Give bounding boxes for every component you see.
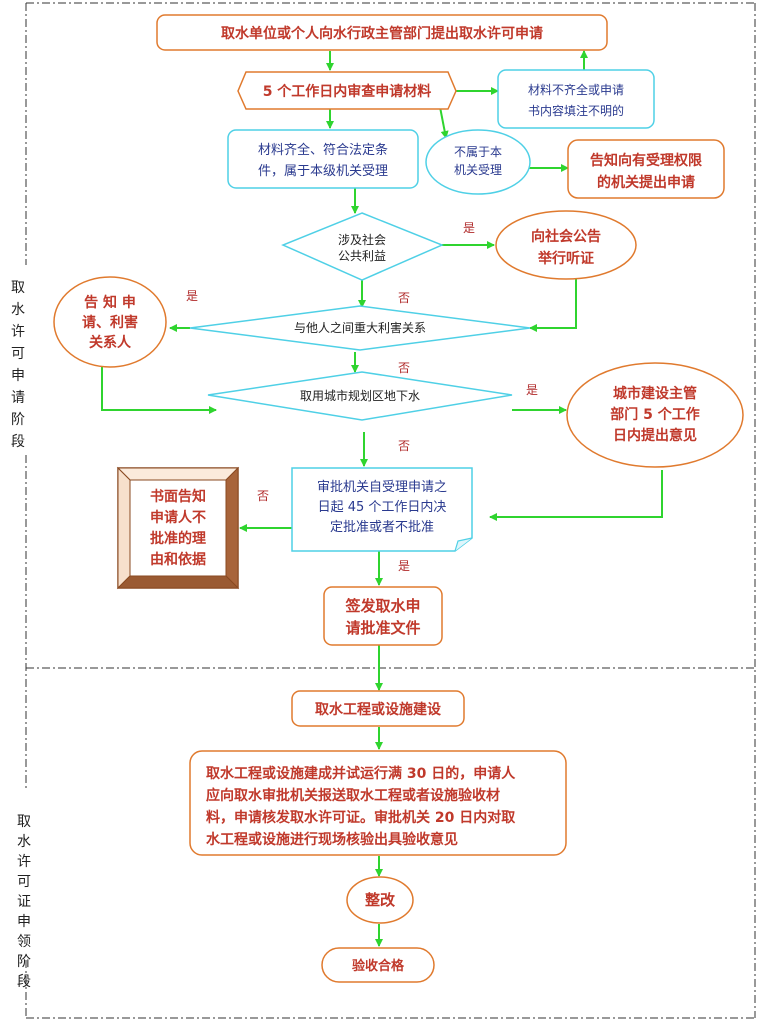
svg-text:关系人: 关系人 (89, 334, 132, 351)
svg-text:日起 45 个工作日内决: 日起 45 个工作日内决 (318, 499, 447, 515)
svg-text:取: 取 (17, 814, 31, 830)
node-rectify: 整改 (346, 876, 414, 924)
node-review: 5 个工作日内审查申请材料 (237, 71, 457, 110)
svg-text:的机关提出申请: 的机关提出申请 (597, 174, 695, 191)
svg-text:由和依据: 由和依据 (150, 551, 206, 568)
svg-text:许: 许 (17, 854, 31, 870)
svg-text:审批机关自受理申请之: 审批机关自受理申请之 (317, 480, 447, 495)
svg-text:水工程或设施进行现场核验出具验收意见: 水工程或设施进行现场核验出具验收意见 (206, 831, 458, 848)
label-yes-public: 是 (463, 221, 475, 235)
svg-text:告 知 申: 告 知 申 (84, 294, 136, 311)
svg-text:可: 可 (17, 874, 31, 890)
svg-text:段: 段 (17, 974, 31, 990)
label-no-groundwater: 否 (398, 439, 410, 453)
svg-text:整改: 整改 (365, 891, 396, 909)
svg-text:书面告知: 书面告知 (150, 488, 206, 505)
svg-text:申请人不: 申请人不 (150, 509, 206, 526)
svg-text:水: 水 (17, 834, 31, 850)
svg-text:阶: 阶 (17, 954, 31, 970)
node-apply: 取水单位或个人向水行政主管部门提出取水许可申请 (156, 14, 608, 51)
node-accept: 验收合格 (321, 947, 435, 983)
node-complete: 材料齐全、符合法定条 件，属于本级机关受理 (227, 129, 419, 189)
svg-text:举行听证: 举行听证 (537, 250, 594, 267)
svg-text:告知向有受理权限: 告知向有受理权限 (590, 152, 702, 169)
connectors (101, 50, 663, 947)
node-city-dept: 城市建设主管 部门 5 个工作 日内提出意见 (566, 362, 744, 468)
svg-text:验收合格: 验收合格 (352, 958, 405, 974)
node-written-notice: 书面告知 申请人不 批准的理 由和依据 (116, 466, 240, 590)
node-not-belong: 不属于本 机关受理 (425, 129, 531, 195)
svg-text:城市建设主管: 城市建设主管 (613, 385, 697, 402)
svg-text:段: 段 (11, 434, 25, 450)
node-issue-document: 签发取水申 请批准文件 (323, 586, 443, 646)
svg-text:可: 可 (11, 346, 25, 362)
phase-label-2: 取 水 许 可 证 申 领 阶 段 (17, 814, 31, 990)
svg-text:向社会公告: 向社会公告 (531, 228, 601, 245)
node-trial-run: 取水工程或设施建成并试运行满 30 日的，申请人 应向取水审批机关报送取水工程或… (189, 750, 567, 856)
svg-text:取水工程或设施建成并试运行满 30 日的，申请人: 取水工程或设施建成并试运行满 30 日的，申请人 (206, 765, 516, 782)
svg-text:公共利益: 公共利益 (338, 249, 386, 263)
node-inform-authority: 告知向有受理权限 的机关提出申请 (567, 139, 725, 199)
svg-text:机关受理: 机关受理 (454, 163, 502, 177)
decision-interest-relation: 与他人之间重大利害关系 (189, 305, 531, 351)
node-construction: 取水工程或设施建设 (291, 690, 465, 727)
svg-text:证: 证 (17, 894, 31, 910)
node-notify-parties: 告 知 申 请、利害 关系人 (53, 276, 167, 368)
svg-text:部门 5 个工作: 部门 5 个工作 (610, 406, 700, 423)
node-incomplete: 材料不齐全或申请 书内容填注不明的 (497, 69, 655, 129)
svg-text:材料齐全、符合法定条: 材料齐全、符合法定条 (258, 142, 388, 158)
svg-text:件，属于本级机关受理: 件，属于本级机关受理 (258, 164, 388, 179)
svg-text:应向取水审批机关报送取水工程或者设施验收材: 应向取水审批机关报送取水工程或者设施验收材 (206, 787, 500, 804)
svg-text:请、利害: 请、利害 (82, 314, 138, 331)
svg-text:取用城市规划区地下水: 取用城市规划区地下水 (300, 388, 420, 403)
svg-text:材料不齐全或申请: 材料不齐全或申请 (528, 82, 624, 97)
label-no-approval: 否 (257, 489, 269, 503)
label-no-interest: 否 (398, 361, 410, 375)
svg-text:申: 申 (11, 368, 25, 384)
svg-text:领: 领 (17, 934, 31, 950)
decision-public-interest: 涉及社会 公共利益 (281, 212, 444, 281)
svg-text:水: 水 (11, 302, 25, 318)
svg-text:不属于本: 不属于本 (454, 145, 502, 159)
phase-frame (25, 2, 756, 1019)
label-yes-interest: 是 (186, 289, 198, 303)
svg-text:申: 申 (17, 914, 31, 930)
svg-text:请批准文件: 请批准文件 (345, 619, 420, 637)
svg-text:取水工程或设施建设: 取水工程或设施建设 (315, 701, 442, 718)
node-approval: 审批机关自受理申请之 日起 45 个工作日内决 定批准或者不批准 (291, 467, 473, 552)
svg-text:取水单位或个人向水行政主管部门提出取水许可申请: 取水单位或个人向水行政主管部门提出取水许可申请 (221, 25, 543, 42)
svg-text:定批准或者不批准: 定批准或者不批准 (330, 520, 434, 535)
phase-label-1: 取 水 许 可 申 请 阶 段 (11, 280, 25, 450)
svg-text:书内容填注不明的: 书内容填注不明的 (528, 103, 624, 118)
decision-groundwater: 取用城市规划区地下水 (207, 371, 513, 421)
svg-text:阶: 阶 (11, 412, 25, 428)
label-yes-approval: 是 (398, 559, 410, 573)
node-announce-hearing: 向社会公告 举行听证 (495, 210, 637, 280)
svg-text:许: 许 (11, 324, 25, 340)
svg-text:取: 取 (11, 280, 25, 296)
svg-text:请: 请 (11, 390, 25, 406)
svg-text:与他人之间重大利害关系: 与他人之间重大利害关系 (294, 320, 426, 335)
svg-text:批准的理: 批准的理 (150, 530, 206, 547)
svg-text:日内提出意见: 日内提出意见 (613, 427, 697, 444)
svg-text:5 个工作日内审查申请材料: 5 个工作日内审查申请材料 (263, 83, 432, 100)
label-yes-groundwater: 是 (526, 383, 538, 397)
label-no-public: 否 (398, 291, 410, 305)
svg-text:料，申请核发取水许可证。审批机关 20 日内对取: 料，申请核发取水许可证。审批机关 20 日内对取 (206, 809, 516, 826)
svg-text:涉及社会: 涉及社会 (338, 232, 386, 247)
svg-text:签发取水申: 签发取水申 (344, 597, 420, 615)
